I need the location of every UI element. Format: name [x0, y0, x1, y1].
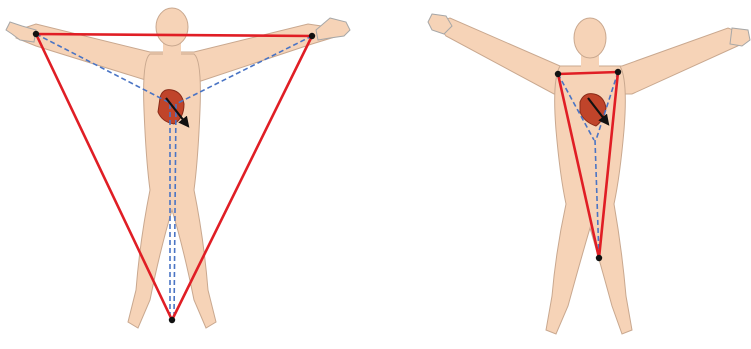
- body-silhouette-left: [6, 8, 350, 328]
- left-hand-left-figure: [316, 18, 350, 40]
- electrode-right-wrist: [33, 31, 39, 37]
- head-right-figure: [574, 18, 606, 58]
- left-panel: [6, 8, 350, 328]
- left-hand-right-figure: [730, 28, 750, 46]
- electrode-left-wrist: [309, 33, 315, 39]
- head-left-figure: [156, 8, 188, 46]
- body-silhouette-right: [428, 14, 750, 334]
- heart-left-figure: [158, 90, 184, 124]
- electrode-foot: [169, 317, 175, 323]
- electrode-lower-abdomen: [596, 255, 602, 261]
- right-panel: [428, 14, 750, 334]
- electrode-left-shoulder: [615, 69, 621, 75]
- electrode-right-shoulder: [555, 71, 561, 77]
